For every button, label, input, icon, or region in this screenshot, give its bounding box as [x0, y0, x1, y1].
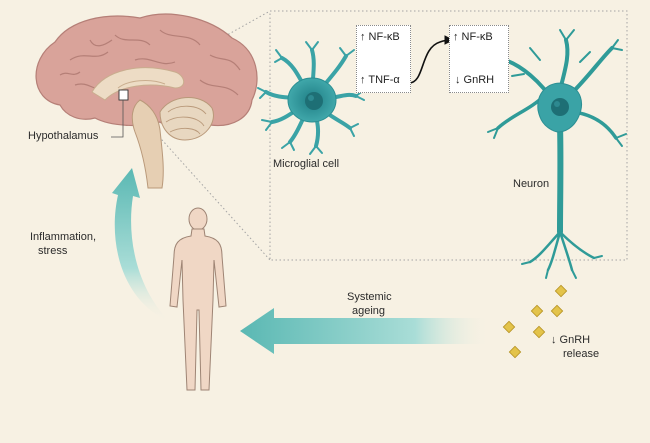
microglial-cell-label: Microglial cell: [273, 158, 340, 170]
hypothalamus-label: Hypothalamus: [28, 130, 99, 142]
neuron-signal-box: ↑ NF-κB ↓ GnRH: [449, 25, 509, 93]
neuron-gnrh-label: ↓ GnRH: [455, 74, 495, 86]
microglia-signal-box: ↑ NF-κB ↑ TNF-α: [356, 25, 411, 93]
leftward-arrow: [240, 308, 490, 354]
inflammation-label-line2: stress: [38, 245, 68, 257]
microglia-nfkb-label: ↑ NF-κB: [360, 31, 400, 43]
microglia-tnfa-label: ↑ TNF-α: [360, 74, 400, 86]
systemic-ageing-label-line2: ageing: [352, 305, 386, 317]
gnrh-release-label-line1: ↓ GnRH: [551, 334, 591, 346]
arrow-microglia-to-neuron: [408, 35, 454, 84]
gnrh-granules: [502, 284, 568, 359]
neuron-nfkb-label: ↑ NF-κB: [453, 31, 493, 43]
hypothalamus-marker: [118, 89, 129, 101]
neuron-label: Neuron: [513, 178, 550, 190]
inflammation-label-line1: Inflammation,: [30, 231, 97, 243]
systemic-ageing-label-line1: Systemic: [347, 291, 392, 303]
brain-illustration: [35, 13, 258, 189]
human-figure: [169, 207, 227, 391]
upward-curved-arrow: [112, 168, 170, 322]
hypothalamus-leader: [111, 100, 124, 138]
zoom-line-top: [126, 10, 271, 92]
zoom-panel-outline: [269, 10, 628, 261]
gnrh-release-label-line2: release: [563, 348, 600, 360]
microglial-cell-illustration: [257, 41, 365, 155]
neuron-illustration: [487, 29, 627, 279]
